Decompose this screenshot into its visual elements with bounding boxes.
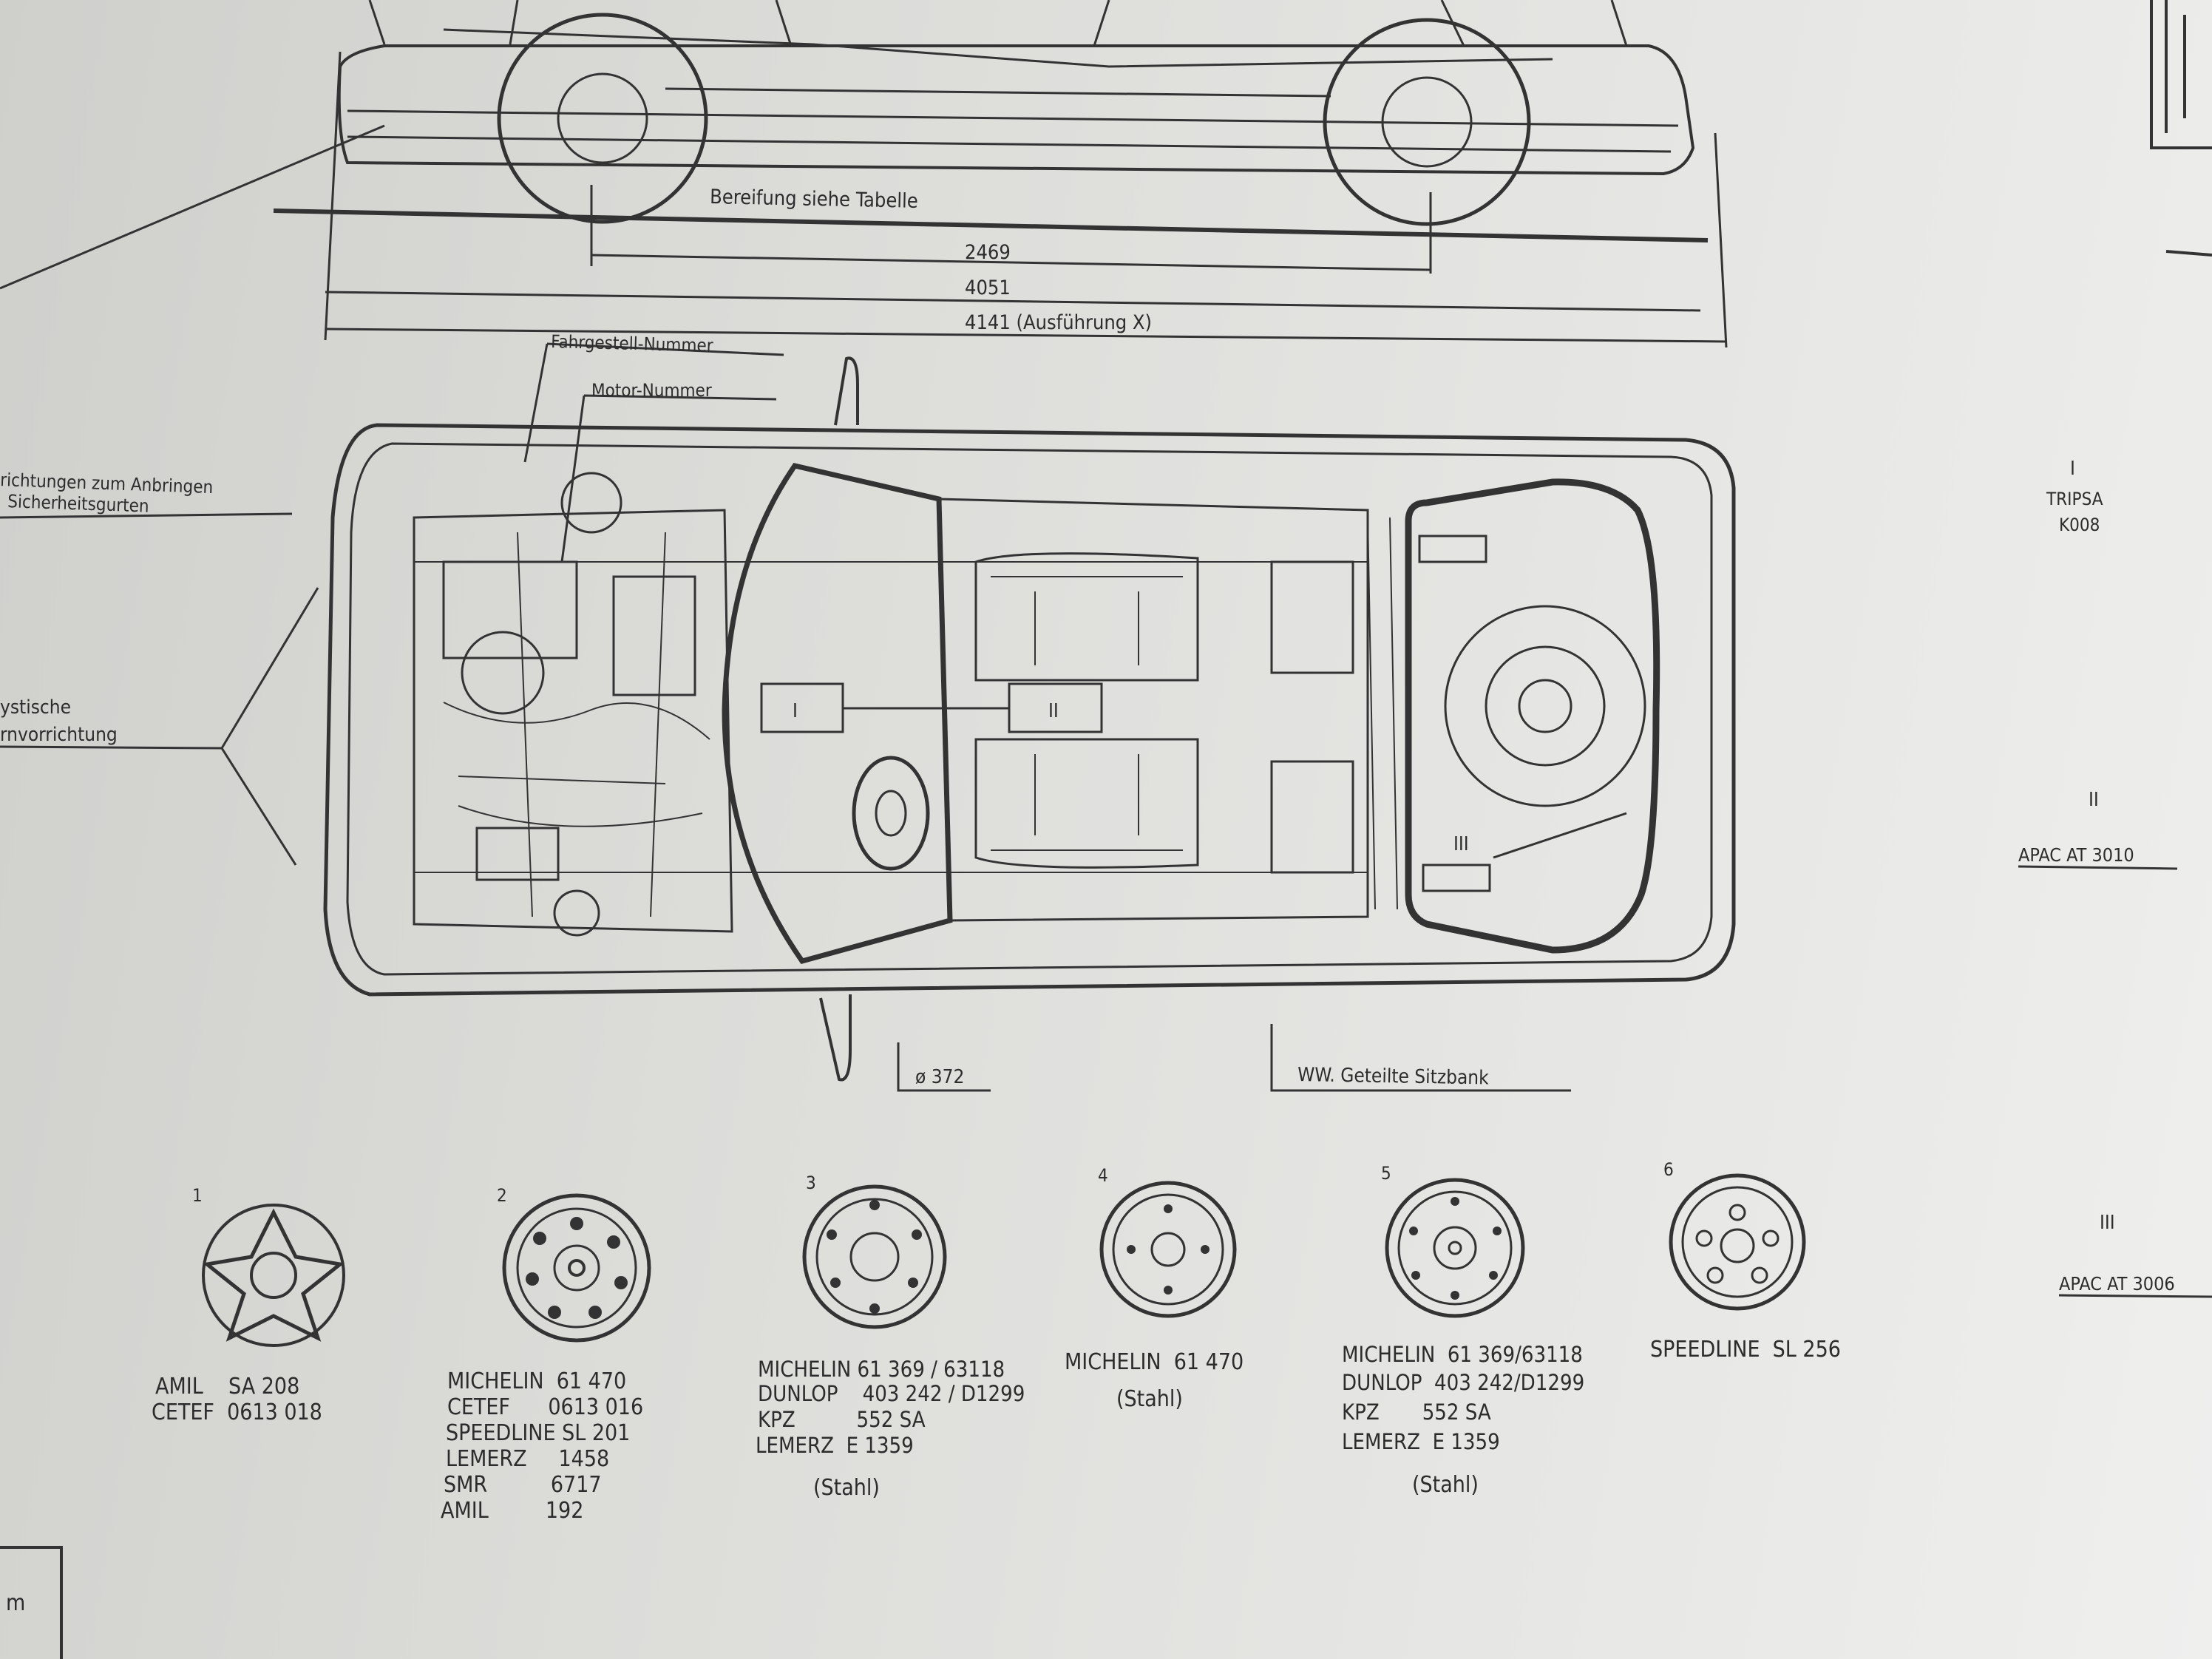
wheel-2-line2: CETEF 0613 016 [447,1394,643,1420]
length-dimension: 4051 [965,276,1011,299]
split-bench-callout: WW. Geteilte Sitzbank [1297,1064,1490,1090]
wheel-5-line5: (Stahl) [1412,1472,1479,1498]
marker-I: I [793,700,798,722]
wheel-5-line1: MICHELIN 61 369/63118 [1342,1342,1583,1367]
wheel-5-line4: LEMERZ E 1359 [1342,1429,1500,1454]
wheel-5-line3: KPZ 552 SA [1342,1400,1491,1425]
wheel-6-line1: SPEEDLINE SL 256 [1650,1337,1841,1363]
panel-I-line1: TRIPSA [2046,489,2103,509]
top-view: Fahrgestell-Nummer Motor-Nummer richtung… [0,331,1736,1092]
wheel-2-line1: MICHELIN 61 470 [447,1368,626,1394]
wheel-3-line1: MICHELIN 61 369 / 63118 [758,1357,1005,1382]
corner-box-label: m [6,1590,25,1616]
wheel-3-number: 3 [806,1173,816,1193]
tire-note: Bereifung siehe Tabelle [710,186,918,213]
seatbelt-callout-line2: Sicherheitsgurten [7,491,149,517]
marker-II: II [1048,700,1059,722]
panel-roman-II: II [2089,789,2099,811]
chassis-number-callout: Fahrgestell-Nummer [551,331,713,356]
side-view: Bereifung siehe Tabelle 2469 4051 4141 (… [0,0,1728,348]
wheel-2-line5: SMR 6717 [444,1472,602,1498]
wheels-table: 1 AMIL SA 208 CETEF 0613 018 2 MICHELIN … [152,1159,1841,1524]
wheel-3-line4: LEMERZ E 1359 [756,1433,914,1458]
wheel-4-number: 4 [1098,1165,1108,1186]
panel-roman-III: III [2100,1212,2115,1234]
engine-number-callout: Motor-Nummer [591,380,712,401]
wheel-3-line5: (Stahl) [813,1475,880,1501]
wheel-2: 2 MICHELIN 61 470 CETEF 0613 016 SPEEDLI… [441,1185,651,1524]
wheel-1-line1: AMIL SA 208 [155,1374,299,1400]
wheel-5-line2: DUNLOP 403 242/D1299 [1342,1370,1584,1395]
wheel-1-line2: CETEF 0613 018 [152,1400,322,1425]
wheel-3-line3: KPZ 552 SA [758,1407,926,1432]
wheelbase-dimension: 2469 [965,241,1011,264]
wheel-1-number: 1 [192,1185,203,1206]
marker-III: III [1453,833,1469,855]
wheel-4: 4 MICHELIN 61 470 (Stahl) [1065,1165,1244,1412]
wheel-2-line4: LEMERZ 1458 [446,1446,609,1472]
right-panel: I TRIPSA K008 II APAC AT 3010 III APAC A… [2018,0,2212,1298]
tow-callout-line1: ystische [0,696,71,719]
corner-box: m [0,1546,63,1659]
wheel-6-number: 6 [1663,1159,1674,1180]
panel-II-line1: APAC AT 3010 [2018,844,2134,866]
wheel-6: 6 SPEEDLINE SL 256 [1650,1159,1841,1363]
length-x-dimension: 4141 (Ausführung X) [965,311,1152,334]
wheel-2-number: 2 [497,1185,507,1206]
wheel-3: 3 MICHELIN 61 369 / 63118 DUNLOP 403 242… [756,1173,1025,1501]
wheel-2-line3: SPEEDLINE SL 201 [446,1420,630,1446]
wheel-3-line2: DUNLOP 403 242 / D1299 [758,1381,1025,1406]
wheel-1: 1 AMIL SA 208 CETEF 0613 018 [152,1185,345,1425]
wheel-4-line1: MICHELIN 61 470 [1065,1349,1244,1375]
tow-callout-line2: rnvorrichtung [0,724,118,746]
diameter-callout: ø 372 [915,1066,964,1088]
panel-I-line2: K008 [2059,515,2100,535]
wheel-2-line6: AMIL 192 [441,1498,583,1524]
panel-roman-I: I [2070,458,2075,480]
wheel-5-number: 5 [1381,1163,1391,1184]
panel-III-line1: APAC AT 3006 [2059,1273,2175,1295]
wheel-5: 5 MICHELIN 61 369/63118 DUNLOP 403 242/D… [1342,1163,1584,1498]
wheel-4-line2: (Stahl) [1116,1386,1183,1412]
